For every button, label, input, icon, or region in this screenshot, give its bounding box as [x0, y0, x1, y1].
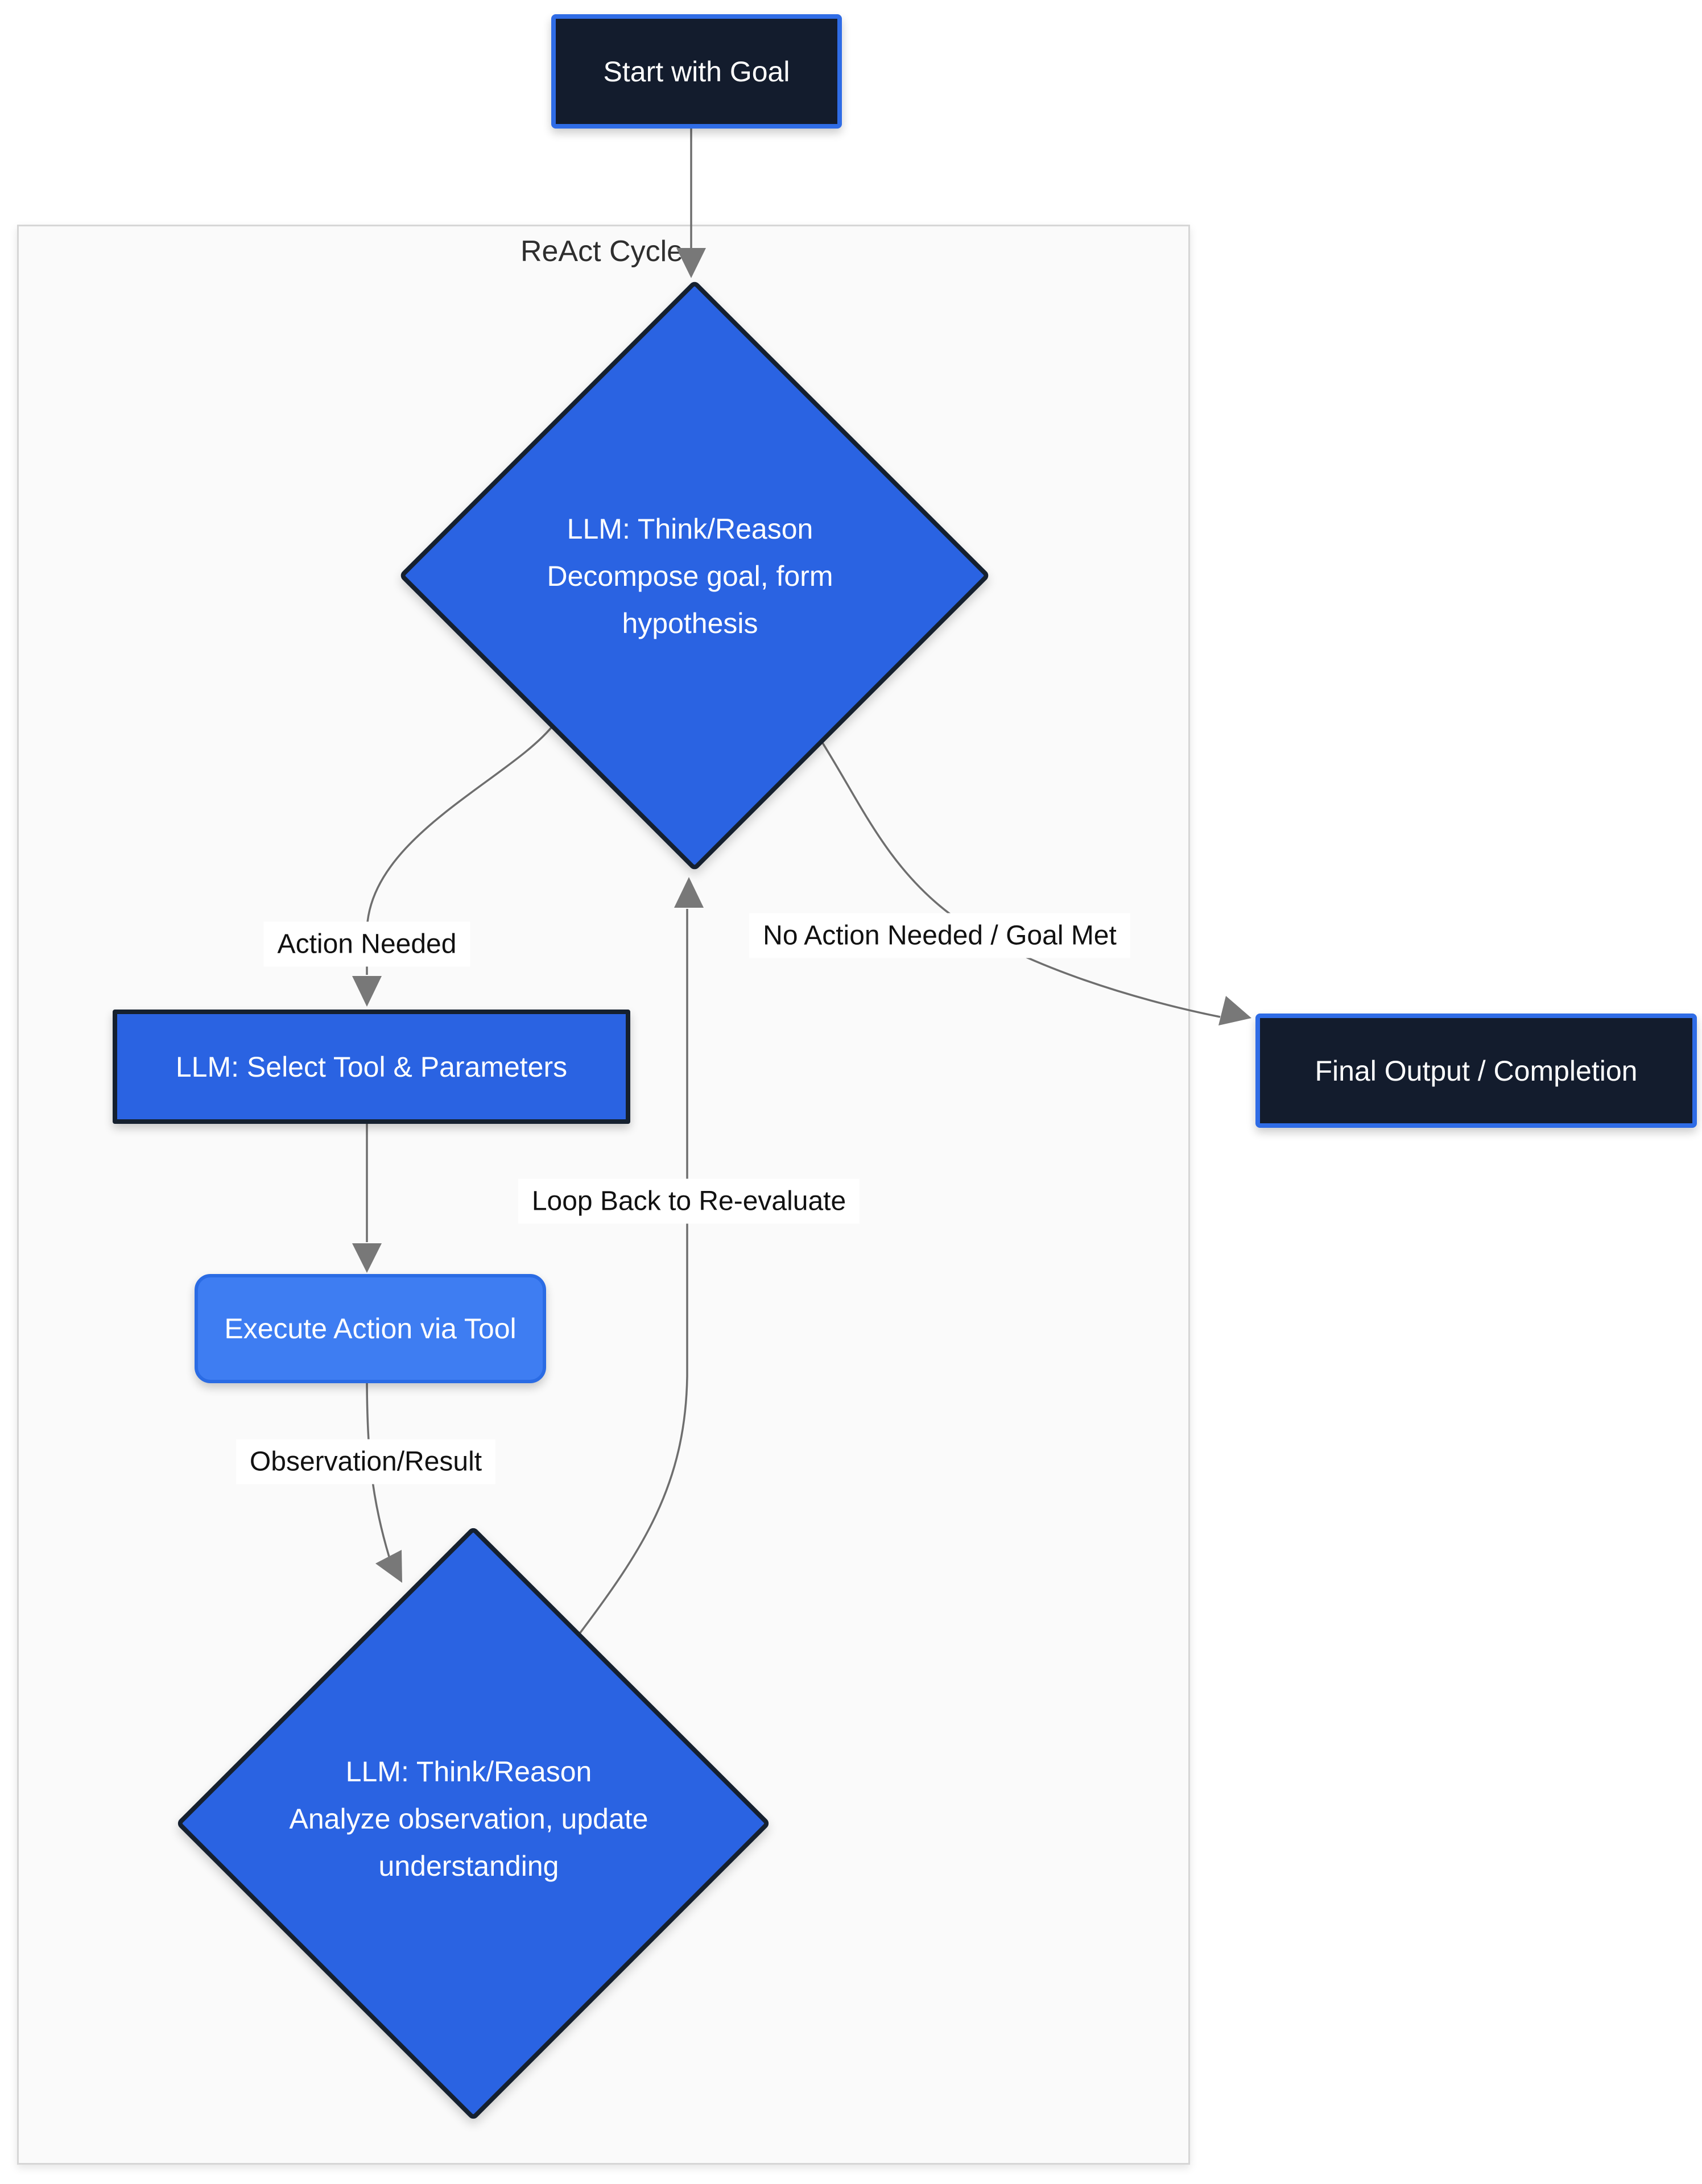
edge-think-to-select	[366, 722, 556, 975]
node-execute-action-label: Execute Action via Tool	[224, 1313, 517, 1345]
node-final-output: Final Output / Completion	[1255, 1014, 1697, 1128]
arrowhead-into-analyze	[375, 1550, 402, 1583]
node-execute-action: Execute Action via Tool	[195, 1274, 546, 1383]
think-decision-line1: LLM: Think/Reason	[567, 512, 813, 545]
node-analyze-decision-label: LLM: Think/Reason Analyze observation, u…	[241, 1745, 696, 1892]
think-decision-line3: hypothesis	[622, 607, 758, 639]
edge-label-no-action-needed: No Action Needed / Goal Met	[749, 913, 1130, 958]
node-select-tool-label: LLM: Select Tool & Parameters	[175, 1050, 568, 1083]
node-think-decision-label: LLM: Think/Reason Decompose goal, form h…	[462, 503, 918, 650]
edge-label-action-needed: Action Needed	[263, 921, 470, 967]
analyze-decision-line1: LLM: Think/Reason	[345, 1755, 592, 1788]
edge-label-observation-result: Observation/Result	[236, 1439, 496, 1484]
think-decision-line2: Decompose goal, form	[547, 560, 833, 592]
arrowhead-into-select	[352, 976, 382, 1007]
analyze-decision-line3: understanding	[378, 1850, 559, 1882]
arrowhead-loop-into-think	[674, 877, 704, 908]
node-start: Start with Goal	[551, 14, 842, 129]
node-start-label: Start with Goal	[603, 55, 790, 88]
cluster-title: ReAct Cycle	[520, 235, 684, 268]
arrowhead-into-think	[676, 248, 706, 278]
edge-loop-back	[577, 909, 688, 1637]
arrowhead-into-execute	[352, 1243, 382, 1273]
node-select-tool: LLM: Select Tool & Parameters	[113, 1010, 630, 1124]
edge-label-loop-back: Loop Back to Re-evaluate	[518, 1178, 860, 1224]
analyze-decision-line2: Analyze observation, update	[289, 1802, 648, 1835]
node-final-output-label: Final Output / Completion	[1315, 1054, 1638, 1087]
edge-think-to-final	[816, 734, 1221, 1018]
arrowhead-into-final	[1218, 996, 1251, 1025]
